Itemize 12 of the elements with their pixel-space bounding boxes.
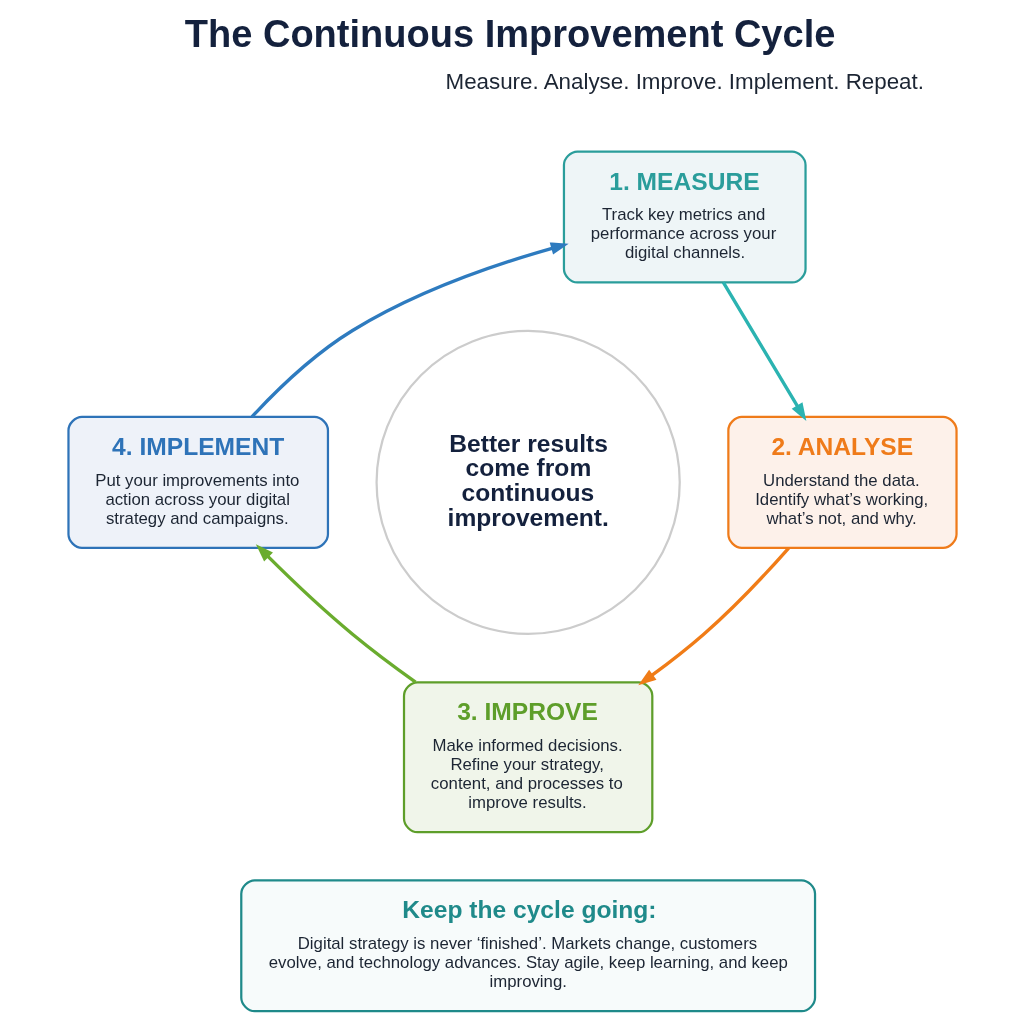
arrow	[637, 546, 790, 686]
node-circle: Better results come from continuous improvement.	[374, 329, 681, 636]
arrow	[255, 544, 417, 684]
node-box: 1. MEASURE Track key metrics and performance across your digital channels.	[562, 150, 807, 284]
node-box: 3. IMPROVE Make informed decisions. Refine your strategy, content, and processes to improve results.	[402, 681, 653, 834]
arrow	[721, 281, 806, 421]
node-box: Keep the cycle going: Digital strategy is never ‘finished’. Markets change, customers evolve, and technology advances. Stay agile, keep learning, and keep improving.	[239, 879, 816, 1013]
diagram-title: The Continuous Improvement Cycle	[184, 12, 835, 55]
arrow	[250, 242, 569, 418]
label: Measure. Analyse. Improve. Implement. Repeat.	[445, 68, 924, 94]
node-box: 2. ANALYSE Understand the data. Identify what’s working, what’s not, and why.	[726, 415, 958, 549]
node-box: 4. IMPLEMENT Put your improvements into action across your digital strategy and campaigns.	[66, 415, 329, 549]
